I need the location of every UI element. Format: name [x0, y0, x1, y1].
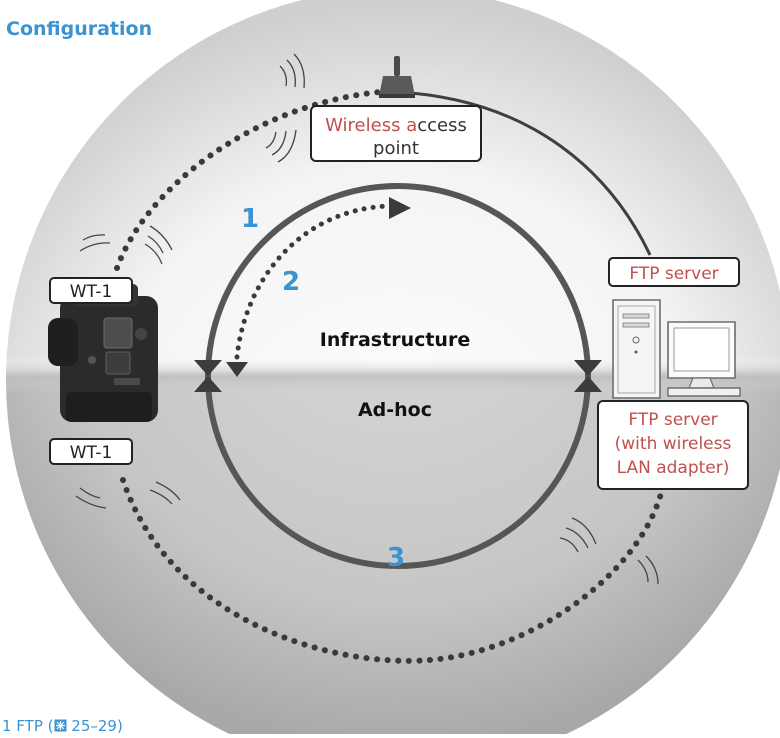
adhoc-label: Ad-hoc — [358, 399, 432, 421]
ftp-wireless-label-line2: (with wireless — [615, 434, 732, 454]
footnote-pages: 25–29) — [71, 717, 123, 735]
wt1-bottom-label-box: WT-1 — [49, 438, 133, 465]
infrastructure-label: Infrastructure — [320, 329, 470, 351]
reference-page-icon — [54, 719, 67, 732]
ring-arrow-left-lower — [226, 362, 248, 377]
page-heading: Configuration — [6, 18, 153, 40]
step-3-number: 3 — [387, 543, 405, 573]
ring-arrow-right — [389, 197, 411, 219]
step-1-number: 1 — [241, 204, 259, 234]
ftp-server-wireless-label-box: FTP server — [597, 400, 749, 490]
footnote-prefix: 1 FTP ( — [2, 717, 54, 735]
wt1-top-label-box: WT-1 — [49, 277, 133, 304]
left-switch-icon — [194, 360, 222, 392]
infrastructure-link-line — [397, 90, 652, 256]
footnote-reference[interactable]: 1 FTP ( 25–29) — [2, 718, 123, 734]
step-2-number: 2 — [282, 267, 300, 297]
ftp-wireless-label-line3: LAN adapter) — [617, 458, 730, 478]
signal-waves — [75, 53, 659, 585]
direct-link-dotted — [234, 203, 391, 360]
wt1-top-label: WT-1 — [70, 282, 113, 302]
access-point-label-line2: point — [373, 138, 419, 159]
ftp-server-label: FTP server — [629, 264, 718, 284]
ftp-server-label-box: FTP server — [608, 257, 740, 287]
camera-icon — [48, 284, 158, 422]
adhoc-link-dotted — [120, 477, 665, 664]
access-point-icon — [379, 56, 415, 98]
camera-to-access-point-link — [114, 89, 383, 271]
wt1-bottom-label: WT-1 — [70, 443, 113, 463]
access-point-label-box: Wireless access point — [310, 105, 482, 162]
right-switch-icon — [574, 360, 602, 392]
ftp-wireless-label-line1: FTP server — [628, 410, 717, 430]
ftp-server-computer-icon — [612, 299, 741, 399]
access-point-label: Wireless access — [325, 115, 467, 136]
